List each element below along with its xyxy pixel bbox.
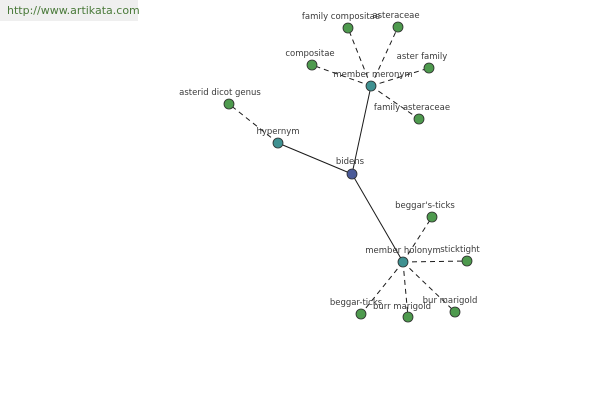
edge-bidens-hypernym [277, 142, 353, 175]
node-asterid-dicot-genus[interactable] [223, 98, 235, 110]
node-beggar-ticks[interactable] [355, 308, 367, 320]
edge-member-meronym-aster-family [370, 67, 430, 87]
label-burr-marigold[interactable]: burr marigold [373, 302, 431, 312]
edge-bidens-member-meronym [351, 85, 372, 175]
label-family-compositae[interactable]: family compositae [302, 12, 380, 22]
node-sticktight[interactable] [461, 255, 473, 267]
label-bidens[interactable]: bidens [336, 157, 365, 167]
label-family-asteraceae[interactable]: family asteraceae [374, 103, 450, 113]
edge-member-holonym-sticktight [402, 260, 468, 263]
node-hypernym[interactable] [272, 137, 284, 149]
node-aster-family[interactable] [423, 62, 435, 74]
node-asteraceae[interactable] [392, 21, 404, 33]
label-aster-family[interactable]: aster family [397, 52, 448, 62]
node-member-holonym[interactable] [397, 256, 409, 268]
edge-hypernym-asterid-dicot-genus [228, 103, 279, 144]
edge-member-holonym-bur-marigold [402, 261, 456, 313]
edge-member-holonym-burr-marigold [402, 261, 409, 318]
label-bur-marigold[interactable]: bur marigold [423, 296, 478, 306]
graph-nodes [223, 21, 473, 323]
label-compositae[interactable]: compositae [285, 49, 334, 59]
edge-bidens-member-holonym [351, 173, 404, 263]
site-url-banner[interactable]: http://www.artikata.com [0, 0, 140, 21]
label-hypernym[interactable]: hypernym [256, 127, 299, 137]
label-member-meronym[interactable]: member meronym [333, 70, 412, 80]
label-beggars-ticks[interactable]: beggar's-ticks [395, 201, 455, 211]
graph-edges [228, 26, 468, 318]
node-beggars-ticks[interactable] [426, 211, 438, 223]
edge-member-meronym-family-asteraceae [370, 85, 420, 120]
label-beggar-ticks[interactable]: beggar-ticks [330, 298, 383, 308]
label-asteraceae[interactable]: asteraceae [372, 11, 419, 21]
edge-member-meronym-compositae [311, 64, 372, 87]
graph-labels: bidens hypernym member meronym member holon… [179, 11, 480, 312]
label-sticktight[interactable]: sticktight [440, 245, 480, 255]
node-member-meronym[interactable] [365, 80, 377, 92]
node-family-asteraceae[interactable] [413, 113, 425, 125]
label-asterid-dicot-genus[interactable]: asterid dicot genus [179, 88, 261, 98]
node-compositae[interactable] [306, 59, 318, 71]
edge-member-holonym-beggar-ticks [360, 261, 404, 315]
node-bur-marigold[interactable] [449, 306, 461, 318]
edge-member-meronym-asteraceae [370, 26, 399, 87]
node-family-compositae[interactable] [342, 22, 354, 34]
label-member-holonym[interactable]: member holonym [365, 246, 440, 256]
node-burr-marigold[interactable] [402, 311, 414, 323]
edge-member-meronym-family-compositae [347, 27, 372, 87]
node-bidens[interactable] [346, 168, 358, 180]
